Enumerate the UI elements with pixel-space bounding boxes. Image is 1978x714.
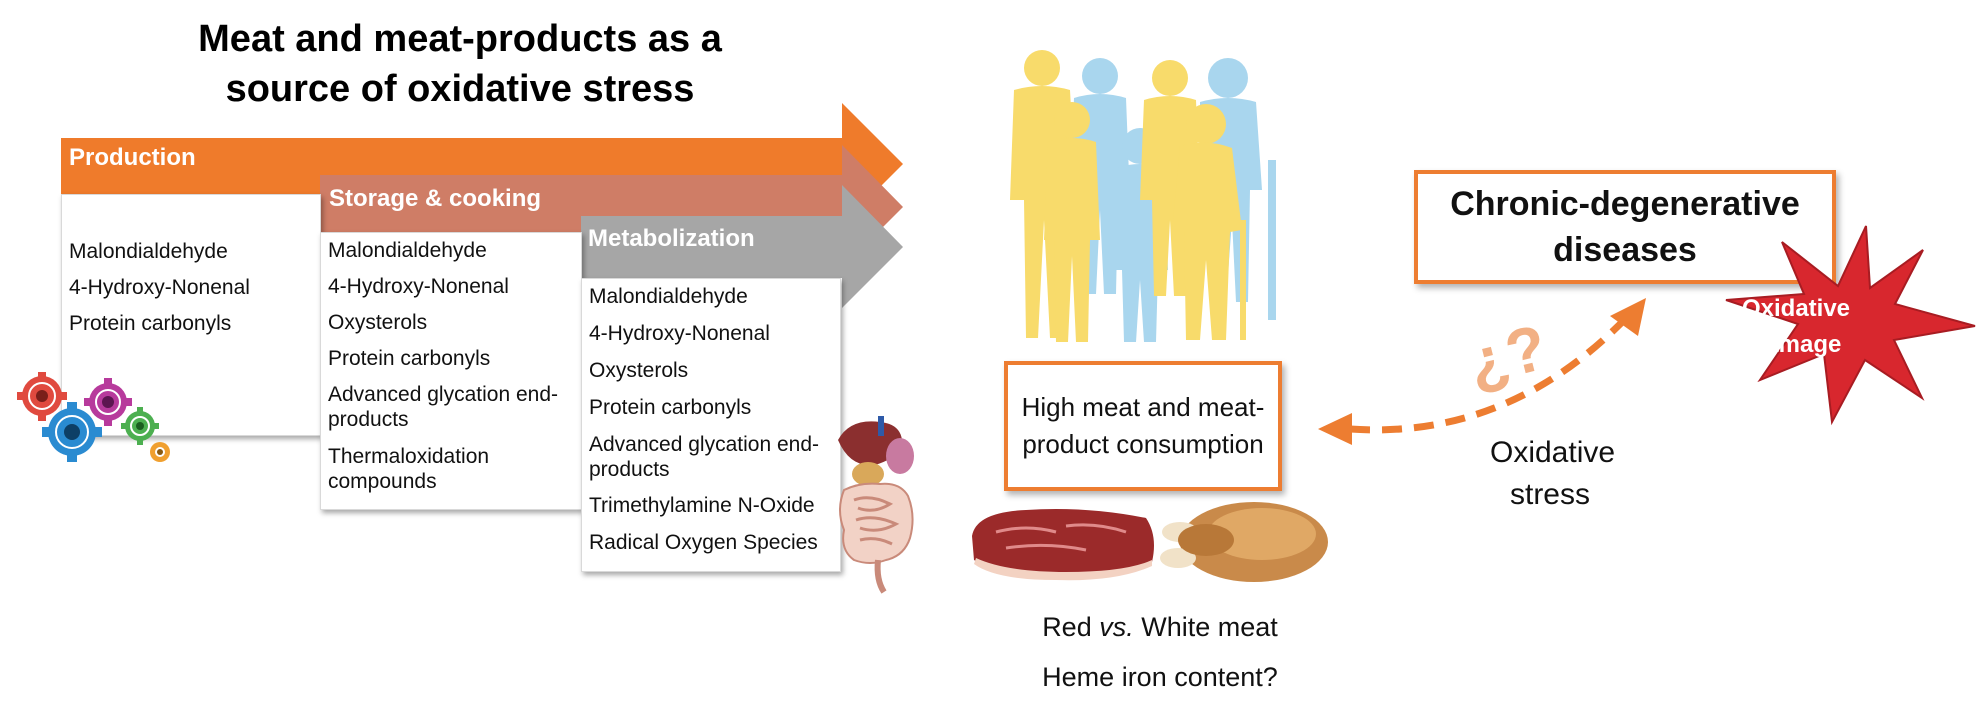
- red-meat-steak-icon: [972, 509, 1154, 581]
- storage-list-box: Malondialdehyde 4-Hydroxy-Nonenal Oxyste…: [320, 232, 582, 510]
- chronic-diseases-box: Chronic-degenerative diseases: [1414, 170, 1836, 284]
- diagram-title: Meat and meat-products as a source of ox…: [198, 18, 722, 110]
- heme-iron-text: Heme iron content?: [1042, 662, 1278, 692]
- list-item: Oxysterols: [328, 311, 428, 334]
- oxidative-stress-label: Oxidative stress: [1490, 436, 1616, 511]
- consumption-text: High meat and meat-product consumption: [1021, 392, 1265, 459]
- meat-illustration: [972, 502, 1328, 582]
- oxidative-damage-label: Oxidative damage: [1741, 295, 1851, 358]
- curved-dashed-arrow-icon: [1318, 298, 1646, 445]
- gears-icon: [17, 372, 170, 462]
- list-item: Malondialdehyde: [69, 240, 228, 263]
- metabolization-list-box: Malondialdehyde 4-Hydroxy-Nonenal Oxyste…: [581, 278, 841, 572]
- production-arrow: [61, 103, 903, 225]
- red-vs-white-meat-text: Red vs. White meat: [1042, 612, 1278, 642]
- list-item: Malondialdehyde: [328, 239, 487, 262]
- chronic-diseases-text: Chronic-degenerative diseases: [1450, 185, 1800, 269]
- digestive-system-icon: [838, 416, 914, 594]
- production-list-box: Malondialdehyde 4-Hydroxy-Nonenal Protei…: [61, 194, 321, 436]
- roast-chicken-icon: [1160, 502, 1328, 582]
- list-item: Oxysterols: [589, 359, 689, 382]
- list-item: Protein carbonyls: [69, 312, 232, 335]
- list-item: Advanced glycation end-products: [589, 433, 819, 481]
- list-item: Trimethylamine N-Oxide: [589, 494, 815, 517]
- consumption-box: High meat and meat-product consumption: [1004, 361, 1282, 491]
- list-item: Protein carbonyls: [328, 347, 491, 370]
- list-item: 4-Hydroxy-Nonenal: [69, 276, 250, 299]
- stage-label-production: Production: [69, 144, 196, 171]
- list-item: Malondialdehyde: [589, 285, 748, 308]
- list-item: 4-Hydroxy-Nonenal: [589, 322, 770, 345]
- list-item: Radical Oxygen Species: [589, 531, 818, 554]
- starburst-icon: [1725, 225, 1976, 426]
- people-silhouettes-icon: [1010, 50, 1276, 342]
- stage-label-storage: Storage & cooking: [329, 185, 542, 212]
- list-item: Advanced glycation end-products: [328, 383, 558, 431]
- storage-arrow: [320, 145, 903, 268]
- list-item: 4-Hydroxy-Nonenal: [328, 275, 509, 298]
- list-item: Protein carbonyls: [589, 396, 752, 419]
- metabolization-arrow: [581, 185, 903, 308]
- stage-label-metabolization: Metabolization: [588, 225, 755, 252]
- list-item: Thermaloxidation compounds: [328, 445, 490, 493]
